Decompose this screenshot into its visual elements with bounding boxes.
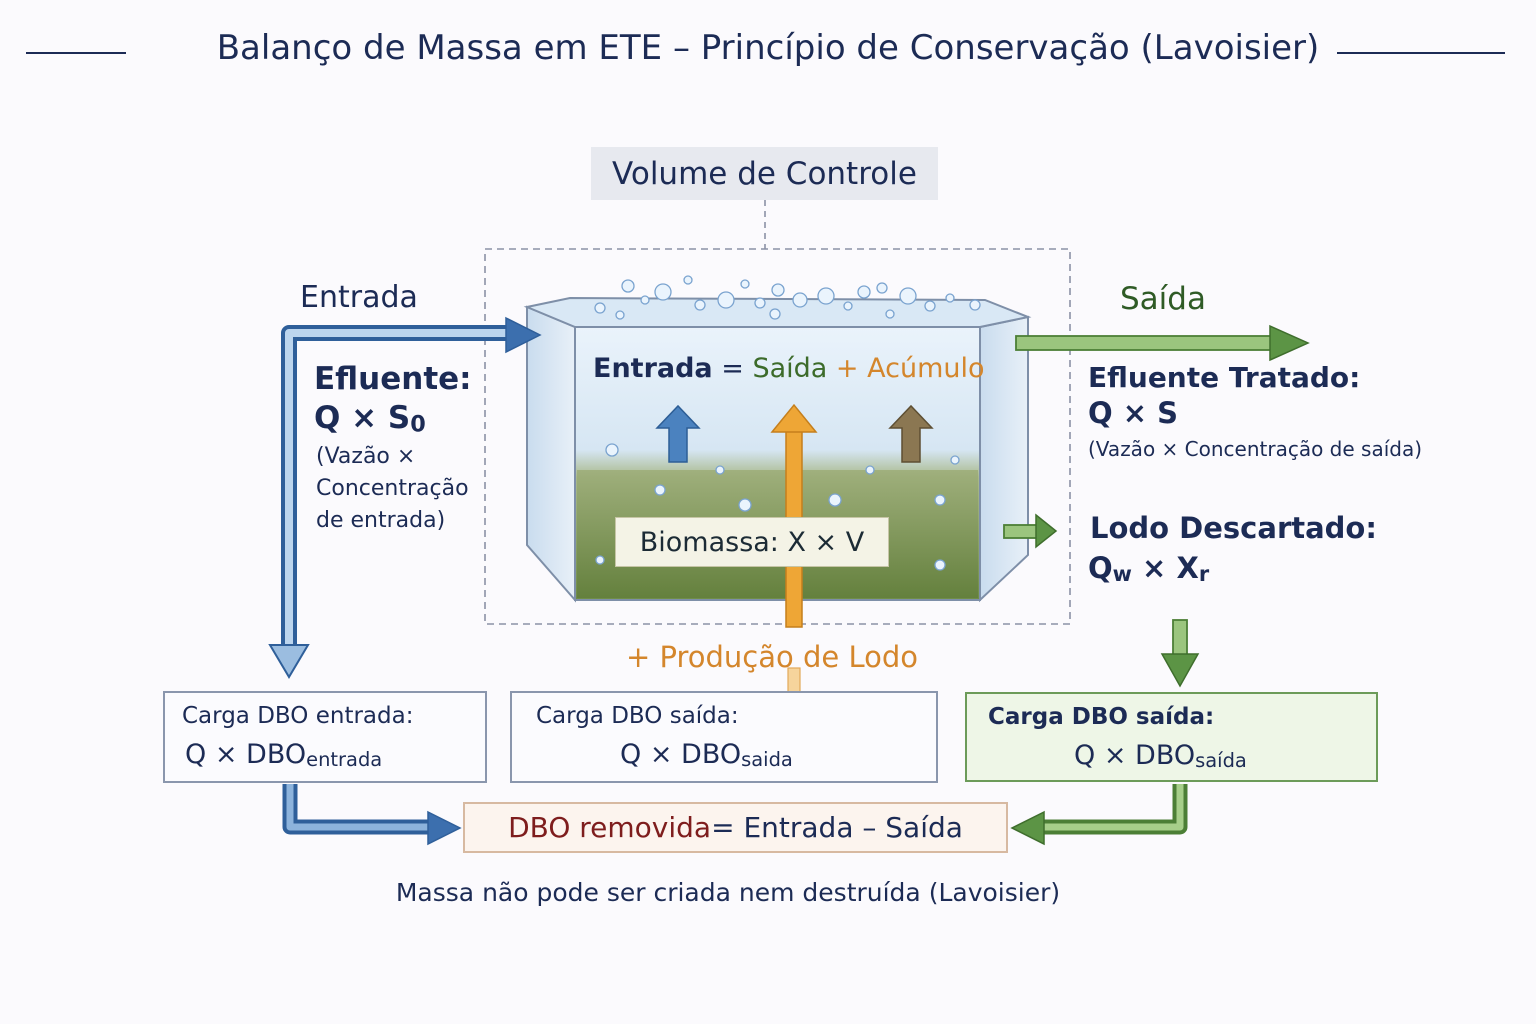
tank-right-side [979,315,1029,603]
lodo-label: Lodo Descartado: [1090,511,1377,545]
entrada-formula: Q × S0 [314,400,426,438]
saida-efluente-label: Efluente Tratado: [1088,361,1361,394]
bubbles [594,275,981,571]
carga-dbo-entrada-label: Carga DBO entrada: [182,703,414,729]
carga-dbo-entrada-box: Carga DBO entrada: Q × DBOentrada [163,691,487,783]
outlet-arrow [1015,324,1310,362]
tank-up-arrow-blue [655,404,701,463]
carga-dbo-saida-right-label: Carga DBO saída: [988,704,1215,730]
saida-description: (Vazão × Concentração de saída) [1088,437,1423,461]
carga-dbo-saida-mid-formula: Q × DBOsaida [620,739,793,771]
saida-heading: Saída [1120,281,1206,317]
dbo-removida-label: DBO removida [508,811,712,844]
inlet-arrow [268,316,542,679]
green-bottom-arrow [1010,784,1188,846]
control-volume-boundary [484,248,1071,625]
carga-dbo-saida-right-formula: Q × DBOsaída [1074,740,1247,772]
entrada-efluente-label: Efluente: [314,361,472,397]
lodo-formula: Qw × Xr [1088,551,1210,587]
sludge-arrow [1003,513,1058,549]
blue-bottom-arrow [282,784,462,846]
footer-statement: Massa não pode ser criada nem destruída … [395,878,1061,907]
carga-dbo-entrada-formula: Q × DBOentrada [185,739,383,771]
control-volume-label: Volume de Controle [591,147,938,200]
tank-left-side [526,305,576,603]
carga-dbo-saida-mid-box: Carga DBO saída: Q × DBOsaida [510,691,938,783]
green-down-arrow [1160,619,1200,688]
dbo-removida-box: DBO removida = Entrada – Saída [463,802,1008,853]
saida-formula: Q × S [1088,396,1179,430]
entrada-heading: Entrada [300,280,418,315]
biomassa-label: Biomassa: X × V [615,517,889,567]
mass-balance-equation: Entrada = Saída + Acúmulo [593,353,985,384]
tank-up-arrow-brown [888,404,934,463]
carga-dbo-saida-mid-label: Carga DBO saída: [536,703,739,729]
page-title: Balanço de Massa em ETE – Princípio de C… [0,28,1536,68]
producao-lodo-label: + Produção de Lodo [626,640,918,674]
dbo-removida-equation: = Entrada – Saída [711,811,963,844]
entrada-description: (Vazão × Concentração de entrada) [316,444,469,533]
carga-dbo-saida-right-box: Carga DBO saída: Q × DBOsaída [965,692,1378,782]
